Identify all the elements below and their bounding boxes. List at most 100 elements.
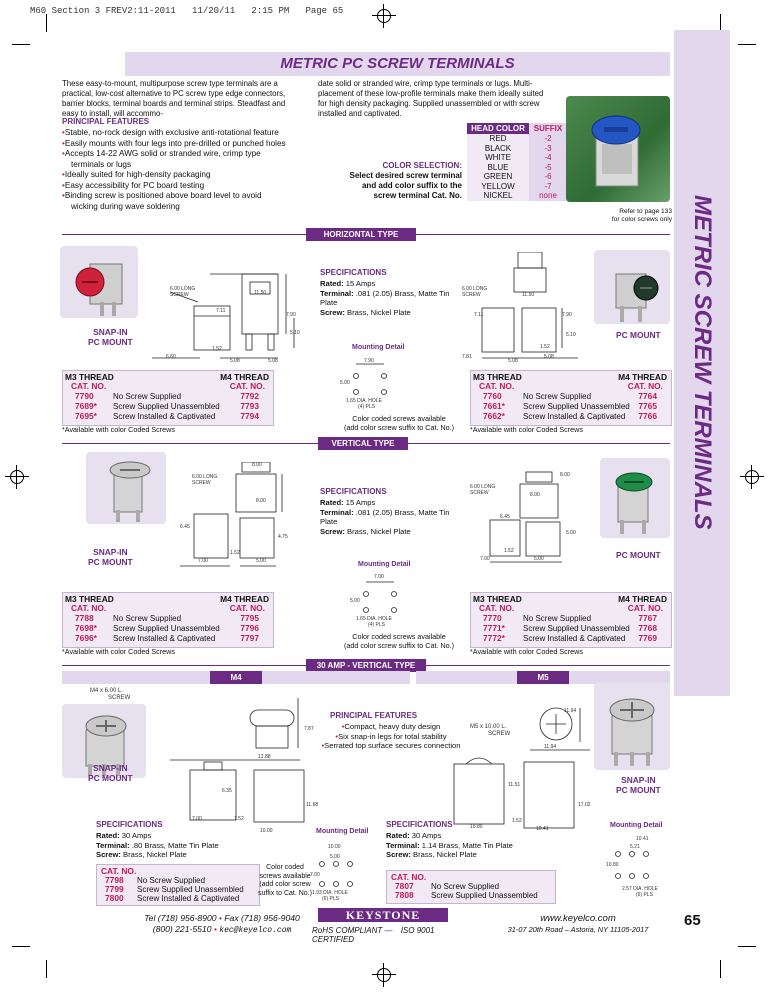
dim-label: 5.08 [268, 358, 278, 364]
horizontal-right-catalog-table: M3 THREAD M4 THREAD CAT. NO. CAT. NO. 77… [470, 370, 672, 426]
m4-30amp-terminal-photo [62, 704, 146, 778]
dim-label: 5.00 [534, 556, 544, 562]
amp30-features-heading: PRINCIPAL FEATURES [330, 711, 418, 720]
dim-label: 11.50 [254, 290, 267, 296]
intro-right: date solid or stranded wire, crimp type … [318, 79, 544, 118]
registration-mark-right [740, 465, 764, 489]
vertical-mounting-detail: 7.00 5.00 [350, 572, 430, 622]
dim-label: 7.90 [286, 312, 296, 318]
dim-label: 7.11 [216, 308, 226, 314]
hole-note: 1.93 DIA. HOLE(6) PLS [312, 890, 348, 902]
head-color-header: HEAD COLOR [467, 123, 529, 134]
horizontal-type-band: HORIZONTAL TYPE [306, 228, 416, 241]
page-title: METRIC PC SCREW TERMINALS [280, 55, 515, 72]
page-number: 65 [684, 912, 701, 929]
dim-label: 5.00 [330, 854, 340, 860]
dim-label: 5.00 [350, 598, 360, 604]
crop-mark [46, 960, 47, 978]
color-selection-text: COLOR SELECTION: Select desired screw te… [349, 161, 463, 200]
dim-label: 7.00 [198, 558, 208, 564]
dim-label: 1.52 [234, 816, 244, 822]
feature-item: Ideally suited for high-density packagin… [62, 170, 332, 181]
dim-label: 7.90 [562, 312, 572, 318]
dim-label: 11.51 [508, 782, 521, 788]
dim-label: 17.02 [578, 802, 591, 808]
crop-mark [46, 14, 47, 32]
feature-item: Compact, heavy duty design [316, 722, 466, 732]
horizontal-terminal-photo-black [594, 250, 670, 324]
feature-item: Binding screw is positioned above board … [62, 191, 332, 202]
hole-note: 2.57 DIA. HOLE(6) PLS [622, 886, 658, 898]
m5-band: M5 [416, 671, 670, 684]
side-tab [674, 30, 730, 696]
footer-address: www.keyelco.com 31-07 20th Road – Astori… [507, 913, 649, 934]
dim-label: 11.94 [544, 744, 557, 750]
feature-item: Six snap-in legs for total stability [316, 732, 466, 742]
dim-label: 6.60 [166, 354, 176, 360]
m4-30amp-drawing: 7.87 12.88 6.35 11.68 7.00 1.52 10.00 [150, 692, 320, 842]
m4-30amp-catalog-table: CAT. NO. 7798 7799 7800 No Screw Supplie… [96, 864, 260, 906]
dim-label: 5.08 [508, 358, 518, 364]
dim-label: 10.80 [606, 862, 619, 868]
dim-label: 12.88 [258, 754, 271, 760]
m4-screw-label: M4 x 6.00 L.SCREW [90, 688, 131, 701]
feature-item: Easy accessibility for PC board testing [62, 181, 332, 192]
color-suffix-table: HEAD COLOR SUFFIX RED-2 BLACK-3 WHITE-4 … [467, 123, 567, 201]
crop-mark [720, 960, 721, 978]
dim-label: 7.00 [192, 816, 202, 822]
dim-label: 6.45 [180, 524, 190, 530]
features-list: Stable, no-rock design with exclusive an… [62, 128, 332, 212]
hole-note: 1.65 DIA. HOLE(4) PLS [356, 616, 392, 628]
dim-label: 7.00 [480, 556, 490, 562]
mounting-detail-label: Mounting Detail [358, 561, 411, 568]
feature-item-continued: wicking during wave soldering [71, 201, 180, 211]
dim-label: 11.68 [306, 802, 319, 808]
dim-label: 7.11 [474, 312, 484, 318]
dim-label: 11.50 [522, 292, 535, 298]
mounting-detail-label: Mounting Detail [610, 822, 663, 829]
dim-label: 5.08 [230, 358, 240, 364]
dim-label: 8.00 [256, 498, 266, 504]
pc-mount-label: PC MOUNT [616, 550, 661, 560]
title-bar [125, 52, 670, 76]
dim-label: 10.00 [260, 828, 273, 834]
dim-label: 10.80 [470, 824, 483, 830]
vertical-specifications: Rated: 15 Amps Terminal: .081 (2.05) Bra… [320, 498, 450, 536]
dim-label: 7.81 [462, 354, 472, 360]
crop-mark [738, 44, 756, 45]
dim-label: 7.00 [310, 872, 320, 878]
mounting-detail-label: Mounting Detail [352, 344, 405, 351]
dim-label: 1.52 [512, 818, 522, 824]
m5-30amp-drawing: 11.94 11.94 11.51 17.02 10.80 1.52 10.41 [440, 702, 591, 838]
vertical-terminal-photo-green [600, 458, 670, 538]
vertical-type-band: VERTICAL TYPE [318, 437, 408, 450]
features-heading: PRINCIPAL FEATURES [62, 117, 150, 126]
crop-mark [12, 946, 30, 947]
dim-label: 7.00 [374, 574, 384, 580]
m4-specifications: Rated: 30 Amps Terminal: .80 Brass, Matt… [96, 831, 219, 859]
dim-label: 1.52 [504, 548, 514, 554]
crop-mark [738, 946, 756, 947]
dim-label: 7.87 [304, 726, 314, 732]
pc-mount-label: PC MOUNT [616, 330, 661, 340]
amp30-type-band: 30 AMP - VERTICAL TYPE [306, 659, 426, 672]
dim-label: 6.45 [500, 514, 510, 520]
dim-label: 5.21 [630, 844, 640, 850]
feature-item-continued: terminals or lugs [71, 159, 132, 169]
m5-spec-heading: SPECIFICATIONS [386, 820, 453, 829]
dim-label: 5.10 [566, 332, 576, 338]
footer-contact: Tel (718) 956-8900 • Fax (718) 956-9040 … [144, 913, 300, 935]
m5-screw-label: M5 x 10.00 L.SCREW [470, 724, 511, 737]
suffix-header: SUFFIX [529, 123, 567, 134]
vertical-right-catalog-table: M3 THREAD M4 THREAD CAT. NO. CAT. NO. 77… [470, 592, 672, 648]
